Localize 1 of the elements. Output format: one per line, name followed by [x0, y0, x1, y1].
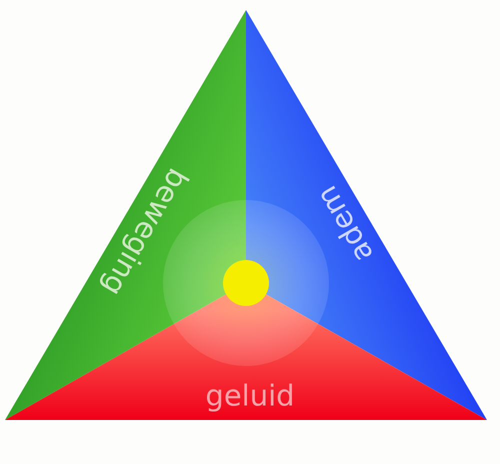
section-label: geluid: [205, 382, 295, 410]
